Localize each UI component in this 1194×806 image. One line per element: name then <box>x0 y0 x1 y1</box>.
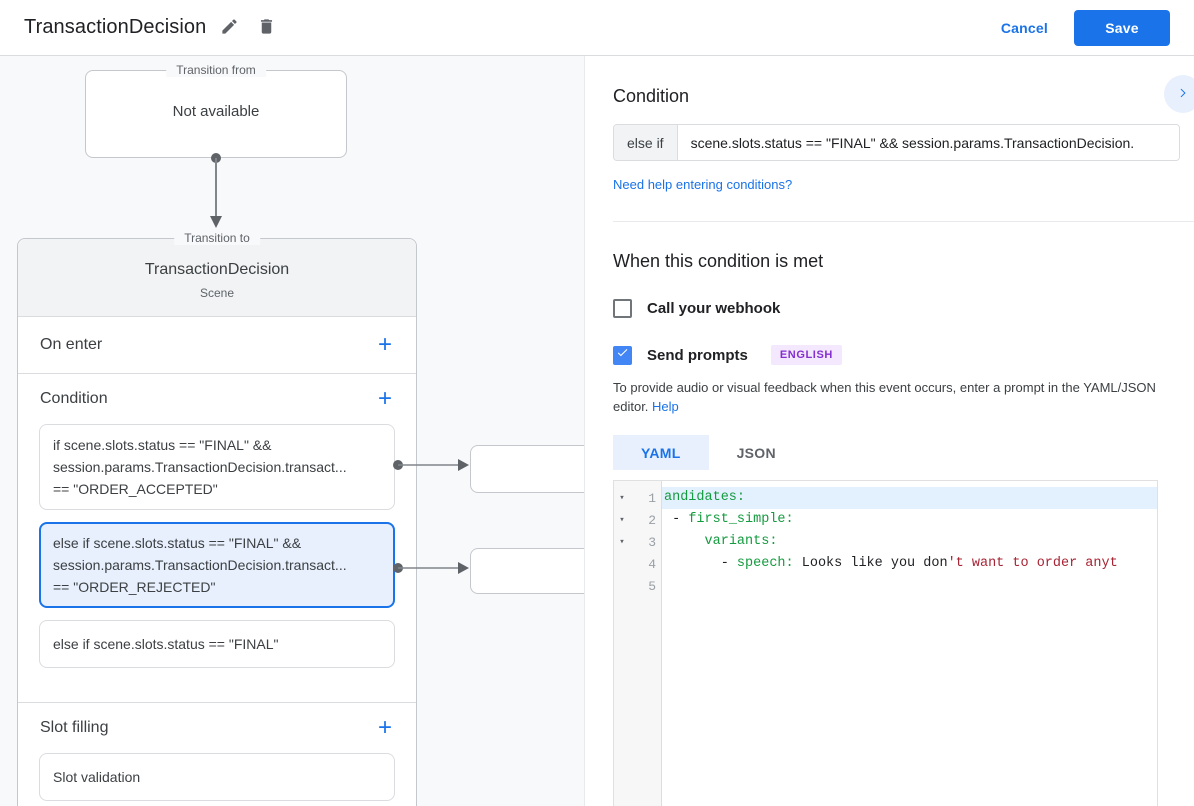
transition-from-label: Transition from <box>166 63 266 77</box>
condition-heading: Condition <box>613 86 690 106</box>
line-number: 1 <box>648 490 656 506</box>
condition-card[interactable]: else if scene.slots.status == "FINAL" <box>39 620 395 668</box>
slot-filling-section: Slot filling + Slot validation <box>18 703 416 806</box>
tab-yaml[interactable]: YAML <box>613 435 709 470</box>
code-line[interactable]: - first_simple: <box>664 512 794 527</box>
triangle-down-icon[interactable]: ▾ <box>619 493 625 503</box>
top-bar: TransactionDecision Cancel Save <box>0 0 1194 56</box>
line-number: 3 <box>648 534 656 550</box>
on-enter-label: On enter <box>40 336 103 353</box>
line-number: 4 <box>648 556 656 572</box>
call-webhook-checkbox[interactable] <box>613 299 632 318</box>
add-on-enter-button[interactable]: + <box>377 331 392 358</box>
condition-editor-block: Condition else if Need help entering con… <box>613 56 1194 222</box>
trash-icon <box>257 17 276 39</box>
edit-scene-button[interactable] <box>216 13 243 43</box>
checkmark-icon <box>616 346 629 364</box>
line-number: 2 <box>648 512 656 528</box>
condition-section-label: Condition <box>40 390 108 407</box>
code-line[interactable]: variants: <box>704 534 778 549</box>
scene-card-header[interactable]: TransactionDecision Scene <box>18 239 416 317</box>
gutter-line: ▾3 <box>614 531 661 553</box>
condition-detail-panel: Condition else if Need help entering con… <box>585 56 1194 806</box>
send-prompts-label: Send prompts <box>647 346 748 364</box>
on-enter-section: On enter + <box>18 317 416 374</box>
pencil-icon <box>220 17 239 39</box>
cancel-button[interactable]: Cancel <box>1000 19 1048 36</box>
scene-name: TransactionDecision <box>144 261 290 278</box>
help-link[interactable]: Help <box>652 399 679 414</box>
add-condition-button[interactable]: + <box>377 385 392 412</box>
code-line[interactable]: - speech: Looks like you don't want to o… <box>664 556 1118 571</box>
page-title: TransactionDecision <box>24 16 207 38</box>
condition-operator: else if <box>614 125 678 160</box>
send-prompts-row: Send prompts ENGLISH <box>613 345 1176 365</box>
code-line[interactable] <box>662 575 1157 597</box>
target-scene-box-1[interactable] <box>470 445 584 493</box>
condition-input-group: else if <box>613 124 1180 161</box>
line-number: 5 <box>648 578 656 594</box>
transition-from-box: Transition from Not available <box>85 63 347 158</box>
delete-scene-button[interactable] <box>253 13 280 43</box>
tab-json[interactable]: JSON <box>709 435 804 470</box>
condition-card[interactable]: if scene.slots.status == "FINAL" && sess… <box>39 424 395 510</box>
gutter-line: 5 <box>614 575 661 597</box>
save-button[interactable]: Save <box>1074 9 1170 46</box>
code-line[interactable]: andidates: <box>662 487 1157 509</box>
target-scene-box-2[interactable] <box>470 548 584 594</box>
slot-filling-section-label: Slot filling <box>40 719 109 736</box>
editor-code-area[interactable]: andidates: - first_simple: variants: - s… <box>662 481 1157 806</box>
gutter-line: ▾2 <box>614 509 661 531</box>
condition-card[interactable]: else if scene.slots.status == "FINAL" &&… <box>39 522 395 608</box>
when-condition-met-block: When this condition is met Call your web… <box>613 222 1194 806</box>
triangle-down-icon[interactable]: ▾ <box>619 515 625 525</box>
when-met-heading: When this condition is met <box>613 251 824 271</box>
triangle-down-icon[interactable]: ▾ <box>619 537 625 547</box>
gutter-line: 4 <box>614 553 661 575</box>
slot-filling-card[interactable]: Slot validation <box>39 753 395 801</box>
condition-expression-input[interactable] <box>677 125 1179 160</box>
scene-diagram: Transition from Not available Transition… <box>0 56 585 806</box>
transition-to-label: Transition to <box>174 231 260 245</box>
add-slot-button[interactable]: + <box>377 714 392 741</box>
call-webhook-label: Call your webhook <box>647 300 781 317</box>
condition-help-link[interactable]: Need help entering conditions? <box>613 177 793 192</box>
prompt-helper-text: To provide audio or visual feedback when… <box>613 380 1156 414</box>
transition-from-value: Not available <box>172 103 260 120</box>
transition-to-card: Transition to TransactionDecision Scene … <box>17 231 417 806</box>
webhook-row: Call your webhook <box>613 299 1176 318</box>
scene-type: Scene <box>199 286 235 300</box>
chevron-right-icon <box>1177 87 1189 102</box>
send-prompts-checkbox[interactable] <box>613 345 632 365</box>
transition-arrow <box>210 153 222 228</box>
language-badge: ENGLISH <box>770 345 842 365</box>
collapse-panel-button[interactable] <box>1164 75 1194 113</box>
condition-section: Condition + if scene.slots.status == "FI… <box>18 374 416 703</box>
gutter-line: ▾1 <box>614 487 661 509</box>
